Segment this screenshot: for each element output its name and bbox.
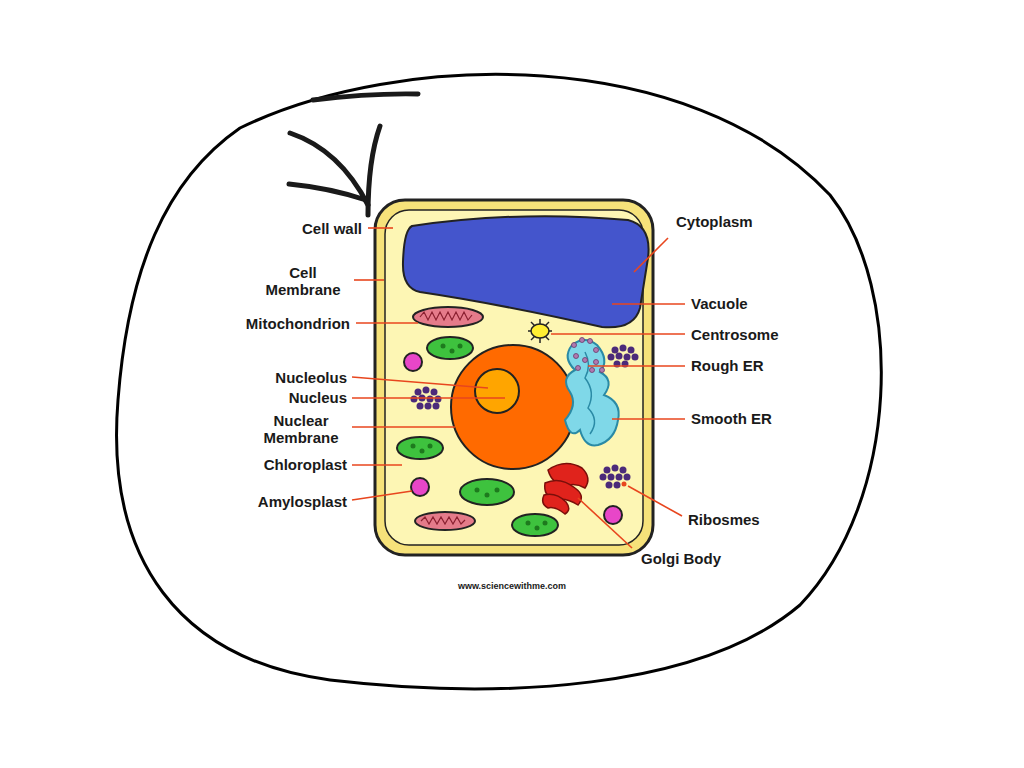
part-label: Nucleolus [275, 369, 347, 386]
part-label: Mitochondrion [246, 315, 350, 332]
part-label: Rough ER [691, 357, 764, 374]
nucleus [451, 345, 575, 469]
part-label: Golgi Body [641, 550, 721, 567]
part-label: Centrosome [691, 326, 779, 343]
centrosome [528, 319, 552, 343]
part-label: Chloroplast [264, 456, 347, 473]
endoplasmic-reticulum [565, 338, 619, 446]
part-label: Vacuole [691, 295, 748, 312]
part-label: Ribosmes [688, 511, 760, 528]
leader-lines [352, 228, 685, 548]
part-label: Cell Membrane [257, 264, 349, 299]
part-label: Nuclear Membrane [255, 412, 347, 447]
part-label: Smooth ER [691, 410, 772, 427]
golgi-body [543, 463, 588, 514]
ribosome-dot [622, 482, 627, 487]
part-label: Cytoplasm [676, 213, 753, 230]
part-label: Amylosplast [258, 493, 347, 510]
watermark: www.sciencewithme.com [458, 581, 566, 591]
part-label: Cell wall [302, 220, 362, 237]
vacuole [403, 216, 649, 327]
cell-wall [375, 200, 653, 555]
hand-scribble [289, 94, 418, 215]
nucleolus [475, 369, 519, 413]
part-label: Nucleus [289, 389, 347, 406]
hand-outline [117, 74, 882, 688]
